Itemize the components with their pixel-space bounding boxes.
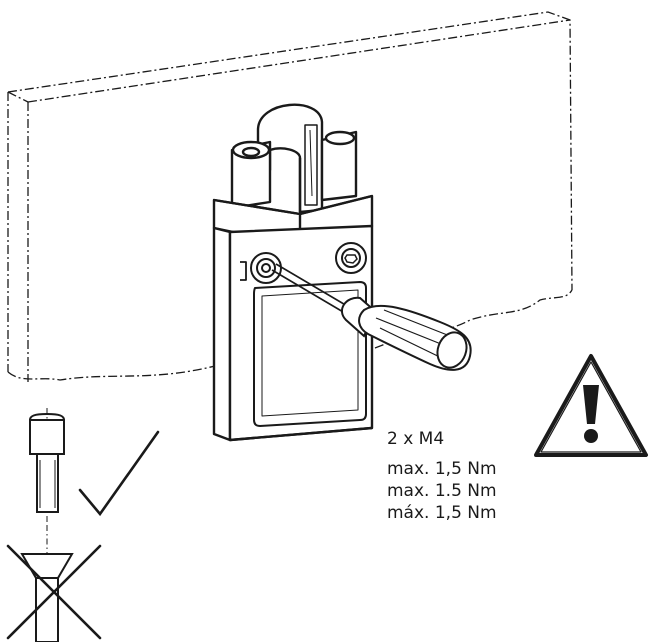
cross-mark-icon (6, 544, 102, 640)
mounting-plate (7, 11, 573, 382)
torque-spec-de: max. 1,5 Nm (387, 459, 497, 479)
correct-screw-icon (29, 408, 65, 525)
torque-spec-en: max. 1.5 Nm (387, 481, 497, 501)
warning-triangle-icon (534, 354, 648, 457)
mounting-screws (250, 242, 367, 284)
screwdriver (271, 263, 472, 371)
specifications: 2 x M4 max. 1,5 Nm max. 1.5 Nm máx. 1,5 … (387, 428, 497, 524)
torque-spec-es: máx. 1,5 Nm (387, 503, 497, 523)
check-mark-icon (78, 430, 160, 517)
screw-spec: 2 x M4 (387, 429, 445, 449)
